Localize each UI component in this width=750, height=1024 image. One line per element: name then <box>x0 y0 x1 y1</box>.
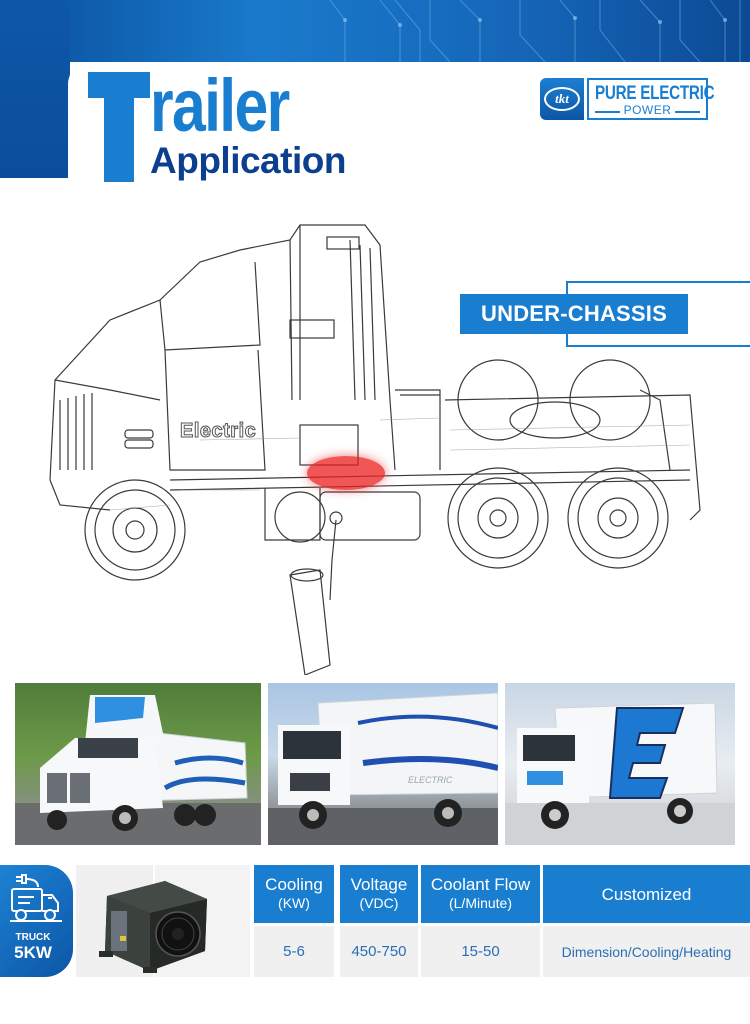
column-header: Voltage <box>350 875 408 894</box>
column-header: Cooling <box>265 875 323 894</box>
header-side-band <box>0 0 70 178</box>
truck-wireframe-diagram <box>49 224 701 675</box>
column-value: 15-50 <box>421 926 540 977</box>
photo-box-truck-electric: ELECTRIC <box>268 683 498 845</box>
circuit-pattern-icon <box>329 0 741 62</box>
header-banner <box>0 0 750 62</box>
logo-sub-text: POWER <box>619 103 676 117</box>
installation-hotspot <box>307 456 385 490</box>
column-header: Coolant Flow <box>430 875 531 894</box>
column-unit: (VDC) <box>359 895 399 911</box>
column-header: Customized <box>601 884 692 904</box>
truck-5kw-badge: TRUCK 5KW <box>0 865 73 977</box>
column-unit: (KW) <box>278 895 310 911</box>
column-value: 450-750 <box>340 926 418 977</box>
column-unit: (L/Minute) <box>448 895 513 911</box>
page-title: railer <box>150 64 290 147</box>
logo-wordmark: PURE ELECTRIC POWER <box>587 78 715 120</box>
logo-main-text: PURE ELECTRIC <box>595 83 715 104</box>
truck-electric-label: Electric <box>179 420 257 443</box>
badge-label-power: 5KW <box>14 943 52 962</box>
photo-semi-truck <box>15 683 261 845</box>
title-initial-T <box>88 72 150 182</box>
tkt-logo-icon: tkt <box>540 78 584 120</box>
under-chassis-callout: UNDER-CHASSIS <box>460 294 688 334</box>
column-value: 5-6 <box>254 926 334 977</box>
svg-text:ELECTRIC: ELECTRIC <box>408 775 453 785</box>
badge-label-truck: TRUCK <box>15 932 51 943</box>
page-subtitle: Application <box>150 140 346 181</box>
spec-column-cooling: Cooling (KW) 5-6 <box>254 865 334 977</box>
photo-box-truck-e-logo <box>505 683 735 845</box>
spec-table: TRUCK 5KW Cooling (KW) 5-6 Voltage (VDC)… <box>0 865 750 977</box>
spec-column-voltage: Voltage (VDC) 450-750 <box>340 865 418 977</box>
electric-truck-icon <box>10 874 62 922</box>
cooling-unit-product-image <box>99 881 207 973</box>
spec-column-customized: Customized Dimension/Cooling/Heating <box>543 865 750 977</box>
column-value: Dimension/Cooling/Heating <box>543 926 750 977</box>
truck-photo-gallery: ELECTRIC <box>15 683 735 845</box>
brand-logo: tkt PURE ELECTRIC POWER <box>540 78 715 120</box>
spec-column-coolant-flow: Coolant Flow (L/Minute) 15-50 <box>421 865 540 977</box>
